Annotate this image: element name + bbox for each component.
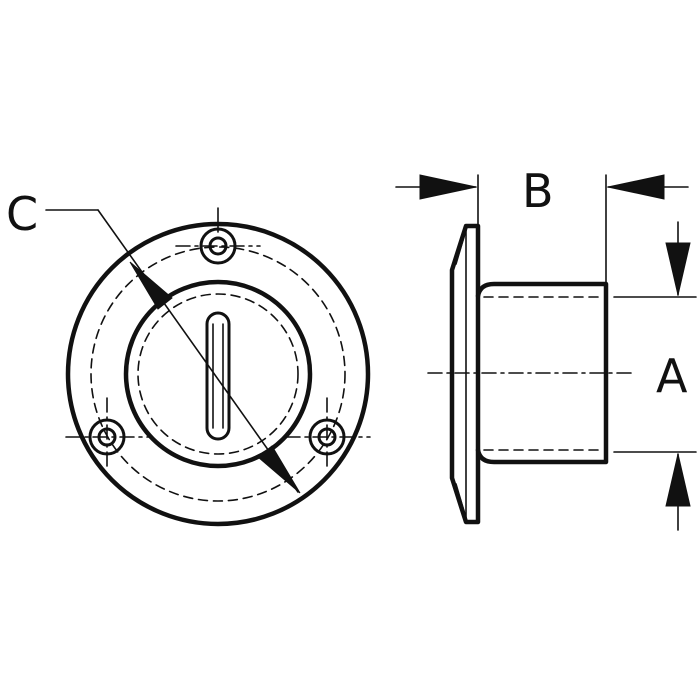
barrel-body <box>475 281 609 465</box>
arrowhead-a-top <box>665 242 691 296</box>
flange-outer-circle <box>65 221 371 527</box>
center-slot <box>205 311 231 441</box>
arrowhead-c-lower <box>257 445 301 494</box>
arrowhead-b-left <box>419 174 477 200</box>
side-view: B A <box>395 164 697 531</box>
label-a: A <box>656 349 688 403</box>
dimension-line-c <box>97 209 299 493</box>
arrowhead-a-bottom <box>665 453 691 507</box>
flange-edge-line-bottom <box>455 483 467 519</box>
screw-hole-left <box>88 418 126 456</box>
bore-inner-dashed <box>137 293 299 455</box>
bore-outer-circle <box>123 279 313 469</box>
arrowhead-b-right <box>607 174 665 200</box>
screw-hole-top <box>199 227 237 265</box>
arrowhead-c-upper <box>129 261 173 310</box>
screw-hole-right <box>308 418 346 456</box>
flange-edge-line-top <box>455 229 467 265</box>
label-c: C <box>6 187 38 241</box>
bolt-circle-dashed <box>90 246 346 502</box>
front-view: C <box>6 187 371 527</box>
flange-profile <box>449 223 481 525</box>
label-b: B <box>522 164 554 218</box>
